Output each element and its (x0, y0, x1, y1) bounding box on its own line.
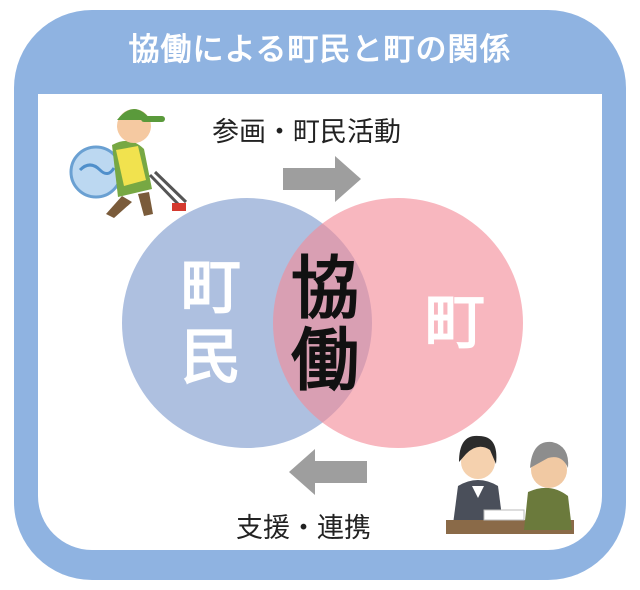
collaboration-label-char-2: 働 (291, 322, 359, 401)
town-circle (273, 198, 523, 448)
town-label: 町 (425, 288, 485, 358)
top-relation-label: 参画・町民活動 (212, 117, 401, 148)
right-arrow-icon (283, 156, 361, 202)
counter-consultation-icon (446, 435, 574, 534)
collaboration-label-char-1: 協 (291, 250, 359, 329)
bottom-relation-label: 支援・連携 (236, 513, 371, 544)
left-arrow-icon (289, 449, 367, 495)
residents-label-char-1: 町 (181, 253, 241, 323)
volunteer-picking-trash-icon (69, 109, 188, 218)
diagram-title: 協働による町民と町の関係 (128, 32, 512, 68)
residents-label-char-2: 民 (181, 323, 241, 393)
